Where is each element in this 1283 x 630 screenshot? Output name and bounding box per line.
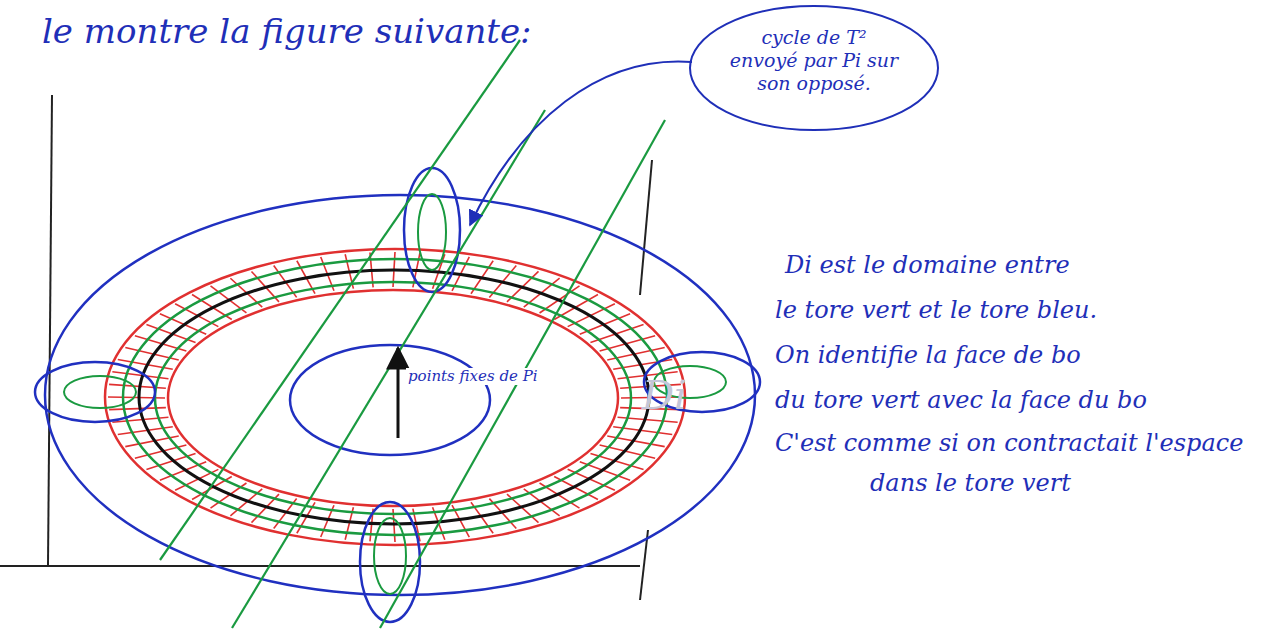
note-line: C'est comme si on contractait l'espace bbox=[775, 430, 1243, 458]
note-line: le tore vert et le tore bleu. bbox=[775, 297, 1097, 325]
callout-bubble: cycle de T² envoyé par Pi sur son opposé… bbox=[688, 4, 940, 132]
note-line: On identifie la face de bo bbox=[775, 342, 1081, 370]
heading-text: le montre la figure suivante: bbox=[42, 12, 532, 51]
fixed-points-label: points fixes de Pi bbox=[406, 368, 540, 385]
note-line: Di est le domaine entre bbox=[785, 252, 1070, 280]
note-line: dans le tore vert bbox=[870, 470, 1071, 498]
note-line: du tore vert avec la face du bo bbox=[775, 387, 1147, 415]
domain-watermark: Di bbox=[642, 372, 687, 418]
callout-text: cycle de T² envoyé par Pi sur son opposé… bbox=[726, 26, 902, 94]
